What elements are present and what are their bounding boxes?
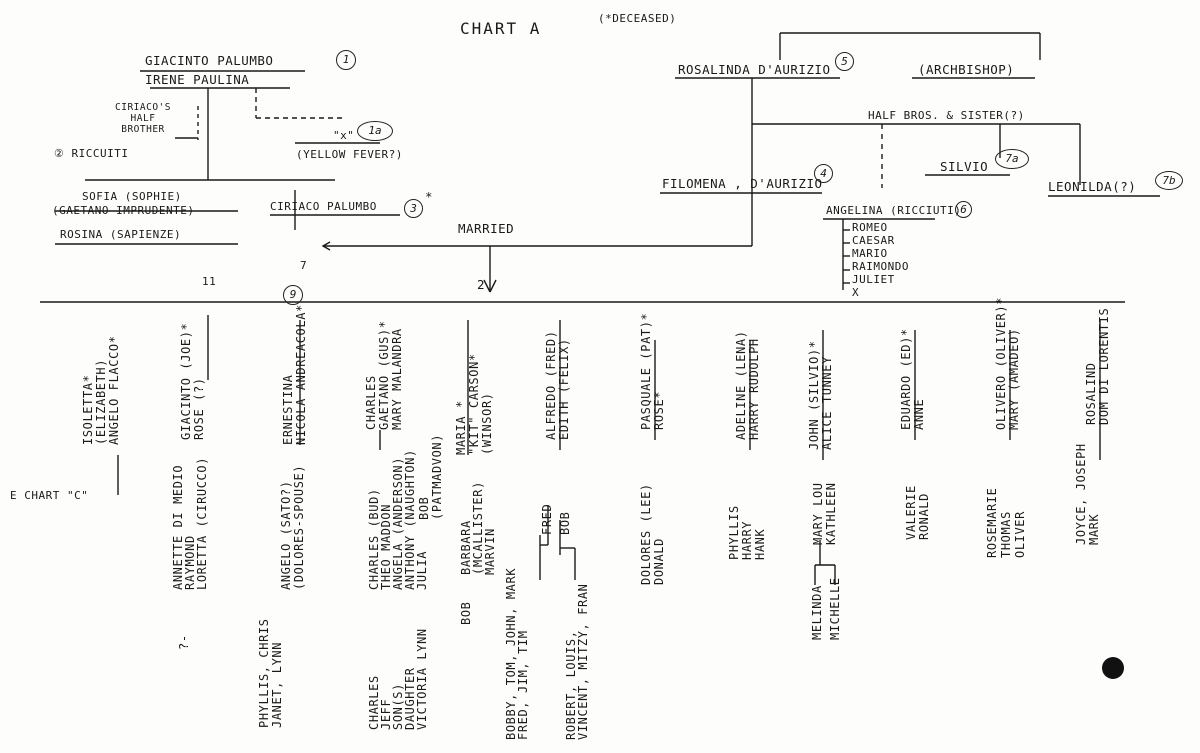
name-caesar: CAESAR	[852, 234, 895, 247]
grandchildren-barbara: BARBARA(MCALLISTER)MARVIN	[459, 481, 497, 575]
name-leonilda: LEONILDA(?)	[1048, 179, 1137, 194]
name-silvio: SILVIO	[940, 159, 989, 174]
marker-1: 1	[336, 50, 356, 70]
child-isoletta: ISOLETTA*(ELIZABETH)ANGELO FLACCO*	[81, 335, 121, 445]
great-grandchildren-robert: ROBERT, LOUIS,VINCENT, MITZY, FRAN	[564, 583, 590, 741]
star-mark: *	[425, 189, 434, 204]
grandchild-bob: BOB	[459, 601, 473, 625]
angelina-children: ROMEO CAESAR MARIO RAIMONDO JULIET X	[852, 221, 909, 299]
married-label: MARRIED	[458, 221, 515, 236]
ink-blot	[1102, 657, 1124, 679]
see-chart-c: E CHART "C"	[10, 489, 89, 502]
child-olivero: OLIVERO (OLIVER)*MARY (AMADEO)	[994, 296, 1021, 430]
yellow-fever-note: (YELLOW FEVER?)	[296, 148, 403, 161]
child-pasquale: PASQUALE (PAT)*ROSE*	[639, 312, 666, 430]
name-angelina-ricciuti: ANGELINA (RICCIUTI)	[826, 204, 962, 217]
grandchildren-bob-patmadvon: BOB(PATMADVON)	[417, 433, 444, 520]
name-rosina: ROSINA (SAPIENZE)	[60, 228, 182, 241]
marker-7a: 7a	[995, 149, 1029, 169]
child-maria: MARIA *"KIT" CARSON*(WINSOR)	[454, 353, 494, 455]
marker-6: 6	[955, 201, 972, 218]
name-ricciuti: RICCUITI	[71, 147, 129, 160]
marker-2: ② RICCUITI	[54, 147, 129, 160]
unknown-annette: ?-	[177, 634, 191, 650]
child-alfredo: ALFREDO (FRED)EDITH (FELIX)	[544, 330, 571, 440]
name-gaetano-imprudente: (GAETANO IMPRUDENTE)	[52, 204, 195, 217]
name-ciriaco-palumbo: CIRIACO PALUMBO	[270, 200, 377, 213]
marker-3: 3	[404, 199, 423, 218]
name-filomena-daurizio: FILOMENA , D'AURIZIO	[662, 176, 823, 191]
mark-seven: 7	[300, 259, 308, 272]
marker-1a: 1a	[357, 121, 393, 141]
marker-9: 9	[283, 285, 303, 305]
name-irene-paulina: IRENE PAULINA	[145, 72, 250, 87]
name-x: X	[852, 286, 860, 299]
name-rosalinda-daurizio: ROSALINDA D'AURIZIO	[678, 62, 831, 77]
mark-two: 2	[477, 277, 486, 292]
child-giacinto-joe: GIACINTO (JOE)*ROSE (?)	[179, 322, 206, 440]
child-eduardo: EDUARDO (ED)*ANNE	[899, 328, 926, 430]
marker-4: 4	[814, 164, 833, 183]
marker-7b: 7b	[1155, 171, 1183, 190]
x-mark: "x"	[333, 129, 355, 142]
grandchildren-dolores: DOLORES (LEE)DONALD	[639, 483, 666, 585]
name-mario: MARIO	[852, 247, 888, 260]
name-romeo: ROMEO	[852, 221, 888, 234]
child-adeline: ADELINE (LENA)HARRY RUDOLPH	[734, 330, 761, 440]
deceased-note: (*DECEASED)	[598, 12, 677, 25]
half-brothers-sister: HALF BROS. & SISTER(?)	[868, 109, 1025, 122]
name-giacinto-palumbo: GIACINTO PALUMBO	[145, 53, 274, 68]
name-raimondo: RAIMONDO	[852, 260, 909, 273]
mark-eleven: 11	[202, 275, 217, 288]
chart-title: CHART A	[460, 19, 542, 38]
name-sofia: SOFIA (SOPHIE)	[82, 190, 182, 203]
grandchildren-angelo: ANGELO (SATO?)(DOLORES-SPOUSE)	[279, 464, 306, 590]
marker-5: 5	[835, 52, 854, 71]
child-john-silvio: JOHN (SILVIO)*ALICE TUNNEY	[807, 340, 834, 450]
ciriacos-half-brother: CIRIACO'S HALF BROTHER	[115, 102, 171, 135]
name-archbishop: (ARCHBISHOP)	[918, 62, 1015, 77]
name-juliet: JULIET	[852, 273, 895, 286]
